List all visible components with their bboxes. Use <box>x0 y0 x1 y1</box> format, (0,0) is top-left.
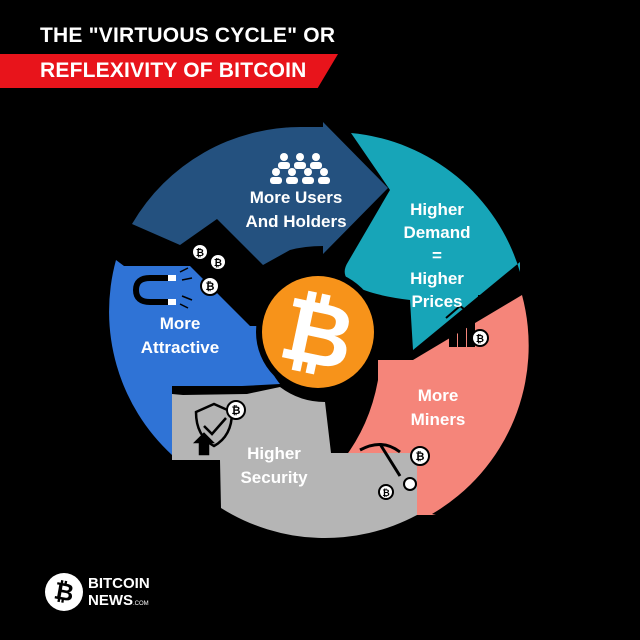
svg-text:₿: ₿ <box>232 405 241 417</box>
label-demand-line-3: = <box>432 246 442 265</box>
segment-security <box>172 387 417 539</box>
label-security-line-1: Higher <box>247 444 301 463</box>
label-attractive-line-2: Attractive <box>140 338 220 357</box>
svg-text:₿: ₿ <box>416 451 425 463</box>
magnet-icon: ₿ ₿ ₿ <box>132 243 227 309</box>
brand-line-2: NEWS.COM <box>88 592 150 613</box>
svg-text:₿: ₿ <box>206 281 215 293</box>
svg-text:₿: ₿ <box>52 577 76 607</box>
title-line-2: REFLEXIVITY OF BITCOIN <box>40 59 307 82</box>
shield-icon: ₿ <box>192 400 246 456</box>
label-demand-line-5: Prices <box>411 292 463 311</box>
label-attractive-line-1: More <box>159 314 201 333</box>
label-security-line-2: Security <box>240 468 308 487</box>
label-attractive: More Attractive <box>124 312 236 360</box>
label-demand-line-4: Higher <box>410 269 464 288</box>
label-demand-line-2: Demand <box>403 223 471 242</box>
bitcoin-news-logo-icon: ₿ <box>45 573 83 611</box>
segment-demand <box>344 133 520 350</box>
pickaxe-mining-icon: ₿ ₿ <box>359 443 430 500</box>
label-users: More Users And Holders <box>228 186 364 234</box>
label-demand-line-1: Higher <box>410 200 464 219</box>
people-group-icon <box>270 153 330 184</box>
segment-users <box>132 122 388 265</box>
label-demand: Higher Demand = Higher Prices <box>384 198 490 313</box>
brand-wordmark: BITCOIN NEWS.COM <box>88 575 150 613</box>
brand-suffix: .COM <box>133 601 149 607</box>
label-users-line-2: And Holders <box>245 212 347 231</box>
center-coin <box>262 276 374 388</box>
title-highlight-band <box>0 54 338 88</box>
label-miners-line-1: More <box>417 386 459 405</box>
segment-attractive <box>109 260 280 455</box>
title-line-1: THE "VIRTUOUS CYCLE" OR <box>40 24 336 47</box>
rising-chart-icon: ₿ <box>445 295 489 347</box>
svg-text:₿: ₿ <box>196 247 204 259</box>
label-users-line-1: More Users <box>249 188 343 207</box>
label-miners-line-2: Miners <box>410 410 466 429</box>
svg-text:₿: ₿ <box>214 257 222 269</box>
svg-text:₿: ₿ <box>476 333 484 345</box>
brand-line-1: BITCOIN <box>88 575 150 592</box>
svg-text:₿: ₿ <box>382 488 389 498</box>
label-security: Higher Security <box>226 442 322 490</box>
brand-line-2-text: NEWS <box>88 592 133 609</box>
label-miners: More Miners <box>390 384 486 432</box>
